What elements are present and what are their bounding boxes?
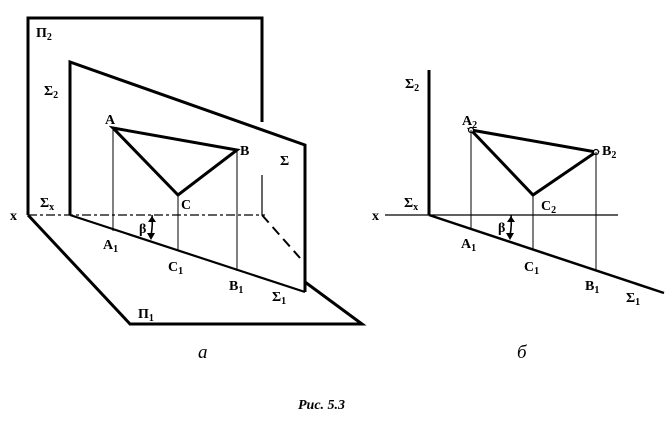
label-sigmax-b: Σx — [404, 196, 418, 213]
label-c1-b: C1 — [524, 260, 539, 277]
caption-a: а — [198, 342, 208, 363]
label-b: B — [240, 144, 249, 159]
label-a2: A2 — [462, 114, 477, 131]
label-a: A — [105, 113, 116, 128]
beta-arrowhead-b2 — [507, 216, 515, 222]
plane-p1-outline — [26, 213, 367, 326]
label-x-a: x — [10, 209, 17, 224]
label-a1-b: A1 — [461, 237, 476, 254]
label-b1-a: B1 — [229, 279, 243, 296]
label-sigma2-a: Σ2 — [44, 84, 58, 101]
label-sigma1-a: Σ1 — [272, 290, 286, 307]
label-beta-b: β — [498, 221, 505, 236]
label-sigma: Σ — [280, 154, 289, 169]
label-c2: C2 — [541, 199, 556, 216]
label-c: C — [181, 198, 191, 213]
figure-b: Σ2 A2 B2 x Σx C2 β A1 C1 B1 Σ1 б — [372, 70, 665, 363]
label-c1-a: C1 — [168, 260, 183, 277]
figure-a: П2 Σ2 A B Σ C x Σx β A1 C1 B1 Σ1 П1 а — [10, 16, 367, 363]
label-a1-a: A1 — [103, 238, 118, 255]
label-x-b: x — [372, 209, 379, 224]
plane-p2-outline — [26, 16, 264, 215]
beta-arrowhead-a1 — [147, 233, 155, 240]
sigma1-trace-a — [69, 213, 306, 294]
triangle-a2b2c2 — [466, 127, 600, 197]
label-p2: П2 — [36, 26, 52, 43]
label-sigma1-b: Σ1 — [626, 291, 640, 308]
triangle-abc — [108, 125, 241, 198]
sigma1-trace-b — [428, 213, 665, 295]
label-sigmax-a: Σx — [40, 196, 54, 213]
label-b2: B2 — [602, 144, 616, 161]
label-b1-b: B1 — [585, 279, 599, 296]
hidden-edge-a — [261, 214, 301, 259]
label-sigma2-b: Σ2 — [405, 77, 419, 94]
plane-sigma-outline — [68, 59, 307, 292]
beta-arrowhead-a2 — [148, 216, 156, 222]
label-beta-a: β — [139, 222, 146, 237]
caption-b: б — [517, 342, 528, 363]
beta-arrowhead-b1 — [506, 233, 514, 240]
label-p1: П1 — [138, 307, 154, 324]
figure-caption: Рис. 5.3 — [298, 398, 345, 413]
